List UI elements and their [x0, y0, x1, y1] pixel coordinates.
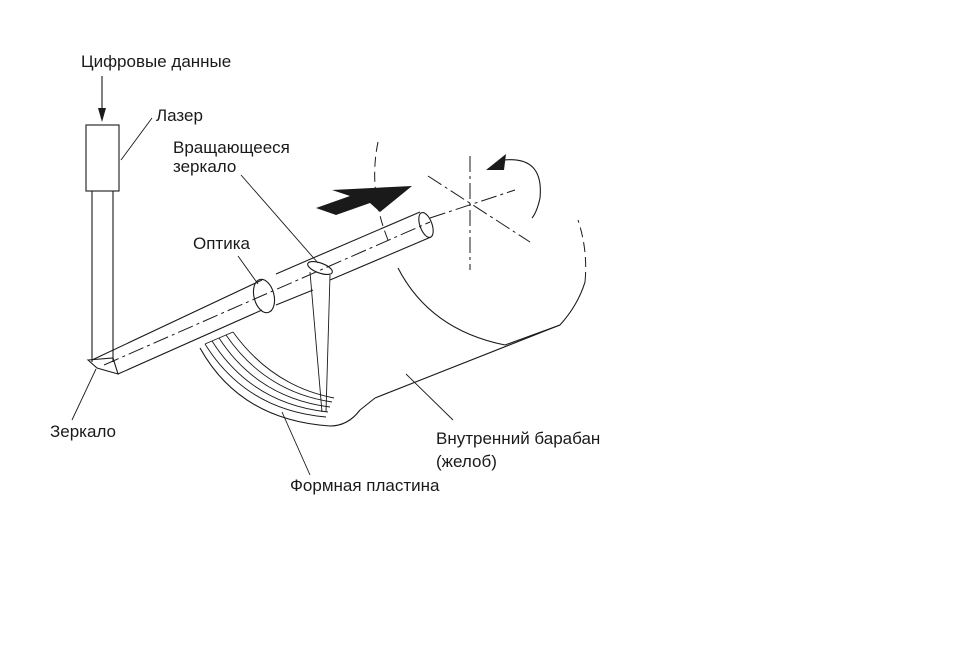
laser-box — [85, 124, 120, 192]
rotating-mirror-label-2: зеркало — [173, 157, 236, 176]
optics-leader — [237, 255, 259, 285]
optics-label: Оптика — [193, 234, 251, 253]
deflection-mirror — [71, 357, 119, 421]
inner-drum-label-2: (желоб) — [436, 452, 497, 471]
mirror-label: Зеркало — [50, 422, 116, 441]
rotating-spindle — [312, 211, 434, 281]
beam-tube — [91, 221, 431, 375]
optics-lens — [252, 278, 276, 314]
inner-drum-label-1: Внутренний барабан — [436, 429, 600, 448]
printing-plate-label: Формная пластина — [290, 476, 440, 495]
laser-beam-vertical — [91, 191, 114, 362]
inner-drum — [199, 219, 587, 427]
scan-beam — [309, 271, 331, 413]
rotating-mirror — [240, 174, 333, 276]
inner-drum-leader — [405, 373, 454, 421]
digital-data-label: Цифровые данные — [81, 52, 231, 71]
laser-label: Лазер — [156, 106, 203, 125]
rotating-mirror-label-1: Вращающееся — [173, 138, 290, 157]
laser-leader — [120, 117, 153, 161]
digital-data-arrow — [98, 76, 106, 122]
rotation-arrow-icon — [486, 154, 541, 219]
printing-plate — [204, 331, 335, 476]
rotation-axis-crosshair — [374, 141, 531, 270]
feed-direction-arrow-icon — [316, 186, 412, 215]
